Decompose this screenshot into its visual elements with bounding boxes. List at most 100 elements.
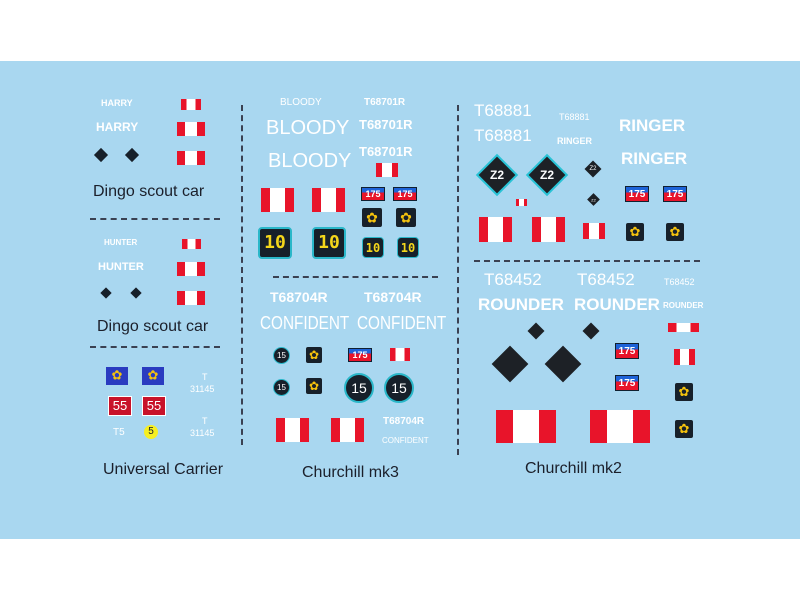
diamond-icon <box>100 287 112 299</box>
maple-leaf-icon: ✿ <box>396 208 416 227</box>
z2-diamond: Z2 <box>478 156 516 194</box>
divider <box>457 105 459 455</box>
maple-leaf-icon: ✿ <box>675 383 693 401</box>
flag <box>674 349 695 365</box>
ringer-small: RINGER <box>557 136 593 146</box>
z2-diamond: Z2 <box>528 156 566 194</box>
ten-tactical-sign: 10 <box>397 237 419 258</box>
divider <box>474 260 700 262</box>
decal-sheet: HARRY HARRY Dingo scout car HUNTER HUNTE… <box>0 61 800 539</box>
bloody-small: BLOODY <box>280 97 322 108</box>
confident-large: CONFIDENT <box>357 313 447 333</box>
flag <box>182 239 201 249</box>
maple-leaf-icon: ✿ <box>306 347 322 363</box>
arm-of-service-175: 175 <box>625 186 649 202</box>
z2-diamond: Z2 <box>587 193 600 206</box>
universal-carrier-label: Universal Carrier <box>103 461 224 478</box>
serial-t68881: T68881 <box>474 126 532 145</box>
flag <box>376 163 398 177</box>
hunter-small: HUNTER <box>104 238 138 247</box>
serial-t68881-small: T68881 <box>559 112 590 122</box>
diamond-icon <box>527 322 545 340</box>
serial-small: T68701R <box>364 97 406 108</box>
divider <box>90 218 220 220</box>
number-15-disc: 15 <box>273 379 290 396</box>
diamond-icon <box>544 345 582 383</box>
maple-leaf-icon: ✿ <box>675 420 693 438</box>
flag <box>479 217 512 242</box>
serial-t68704r: T68704R <box>364 289 422 305</box>
serial-t68452: T68452 <box>577 270 635 289</box>
z2-diamond: Z2 <box>584 160 602 178</box>
serial-31145: 31145 <box>190 384 215 394</box>
rounder-small: ROUNDER <box>663 301 704 310</box>
arm-of-service-175: 175 <box>615 375 639 391</box>
number-15-disc: 15 <box>384 373 414 403</box>
flag <box>177 262 205 276</box>
diamond-icon <box>93 147 109 163</box>
harry-small: HARRY <box>101 98 133 108</box>
number-15-disc: 15 <box>344 373 374 403</box>
flag <box>331 418 364 442</box>
churchill-mk3-label: Churchill mk3 <box>302 464 399 481</box>
flag <box>516 199 527 206</box>
rounder-large: ROUNDER <box>478 295 564 314</box>
number-55-plate: 55 <box>142 396 166 416</box>
ten-tactical-sign: 10 <box>312 227 346 259</box>
dingo-scout-car-label: Dingo scout car <box>97 318 209 335</box>
diamond-icon <box>491 345 529 383</box>
ringer-large: RINGER <box>621 149 688 168</box>
divider <box>241 105 243 445</box>
maple-leaf-icon: ✿ <box>106 367 128 385</box>
t5-text: T5 <box>113 427 125 438</box>
diamond-icon <box>582 322 600 340</box>
flag <box>583 223 605 239</box>
serial-t68704r-small: T68704R <box>383 416 425 427</box>
hunter-large: HUNTER <box>98 261 144 273</box>
number-15-disc: 15 <box>273 347 290 364</box>
ten-tactical-sign: 10 <box>362 237 384 258</box>
divider <box>90 346 220 348</box>
maple-leaf-icon: ✿ <box>626 223 644 241</box>
flag <box>590 410 650 443</box>
diamond-icon <box>130 287 142 299</box>
dingo-scout-car-label: Dingo scout car <box>93 183 205 200</box>
serial-t68881: T68881 <box>474 101 532 120</box>
flag <box>668 323 699 332</box>
ten-tactical-sign: 10 <box>258 227 292 259</box>
bloody-large: BLOODY <box>266 117 350 139</box>
serial-large: T68701R <box>359 144 413 159</box>
flag <box>496 410 556 443</box>
maple-leaf-icon: ✿ <box>666 223 684 241</box>
serial-t68704r: T68704R <box>270 289 328 305</box>
arm-of-service-175: 175 <box>615 343 639 359</box>
serial-t68452-small: T68452 <box>664 277 695 287</box>
churchill-mk2-label: Churchill mk2 <box>525 460 622 477</box>
rounder-large: ROUNDER <box>574 295 660 314</box>
t-prefix: T <box>202 372 208 382</box>
flag <box>532 217 565 242</box>
ringer-large: RINGER <box>619 116 686 135</box>
serial-large: T68701R <box>359 117 413 132</box>
serial-31145: 31145 <box>190 428 215 438</box>
harry-large: HARRY <box>96 120 139 134</box>
yellow-circle-5: 5 <box>144 425 158 439</box>
flag <box>276 418 309 442</box>
bloody-large: BLOODY <box>268 150 352 172</box>
flag <box>390 348 410 361</box>
serial-t68452: T68452 <box>484 270 542 289</box>
arm-of-service-175: 175 <box>361 187 385 201</box>
flag <box>177 122 205 136</box>
flag <box>312 188 345 212</box>
divider <box>273 276 438 278</box>
maple-leaf-icon: ✿ <box>362 208 382 227</box>
flag <box>177 291 205 305</box>
t-prefix: T <box>202 416 208 426</box>
arm-of-service-175: 175 <box>663 186 687 202</box>
flag <box>181 99 201 110</box>
flag <box>261 188 294 212</box>
arm-of-service-175: 175 <box>393 187 417 201</box>
confident-small: CONFIDENT <box>382 436 429 445</box>
flag <box>177 151 205 165</box>
maple-leaf-icon: ✿ <box>142 367 164 385</box>
